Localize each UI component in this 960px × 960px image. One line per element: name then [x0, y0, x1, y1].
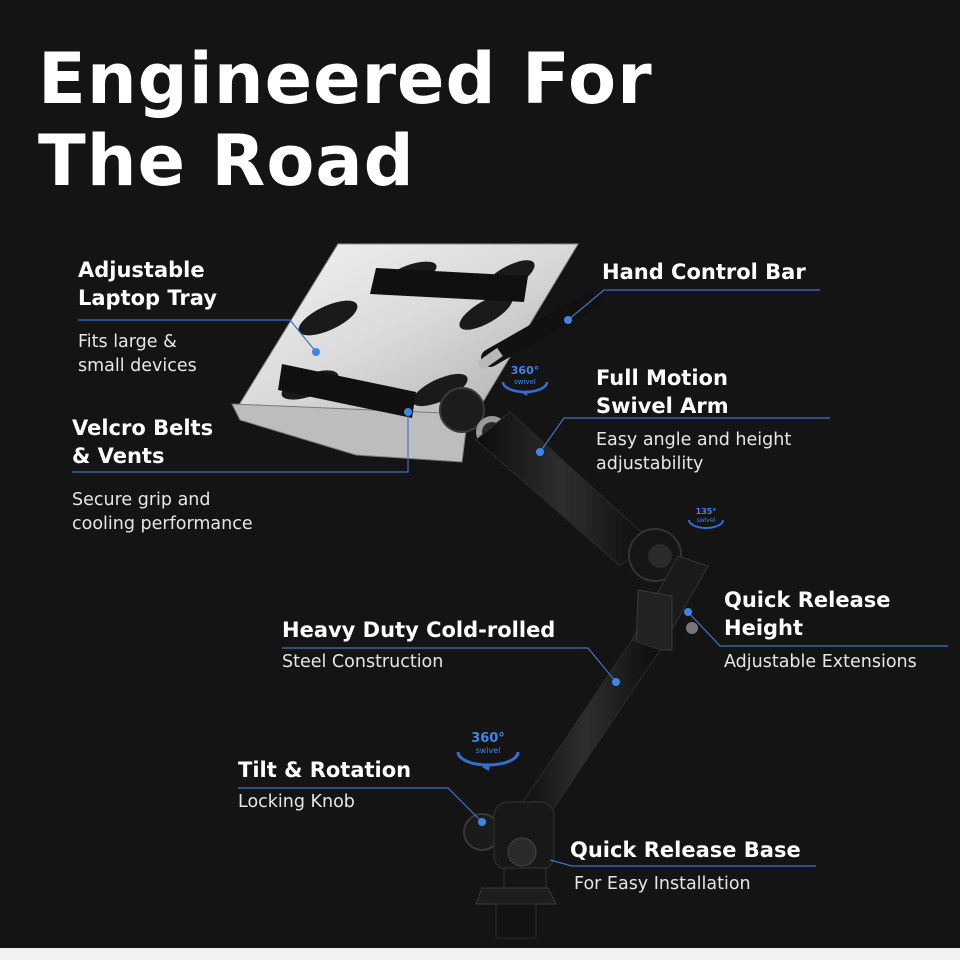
callout-heading: Heavy Duty Cold-rolled: [282, 618, 556, 642]
height-column: [511, 555, 709, 833]
title-line-1: Engineered For: [38, 38, 653, 120]
callout-text: cooling performance: [72, 514, 253, 534]
callout-text: Easy angle and height: [596, 430, 792, 450]
swivel-badge-bottom: 360° swivel: [456, 731, 520, 771]
callout-text: For Easy Installation: [574, 874, 751, 894]
callout-heading: Height: [724, 616, 804, 640]
callout-text: Fits large &: [78, 332, 177, 352]
callout-heading: Adjustable: [78, 258, 205, 282]
callout-heading: Tilt & Rotation: [238, 758, 412, 782]
callout-swivel-arm: Full Motion Swivel Arm Easy angle and he…: [596, 364, 791, 476]
callout-text: Adjustable Extensions: [724, 652, 917, 672]
callout-text: Locking Knob: [238, 792, 355, 812]
callout-steel-construction: Heavy Duty Cold-rolled Steel Constructio…: [282, 616, 555, 674]
callout-heading: Swivel Arm: [596, 394, 729, 418]
callout-quick-release-height: Quick Release Height Adjustable Extensio…: [724, 586, 917, 674]
bottom-band: [0, 948, 960, 960]
swivel-arm: [439, 387, 682, 582]
callout-quick-release-base: Quick Release Base For Easy Installation: [570, 836, 801, 896]
page-title: Engineered For The Road: [38, 38, 653, 202]
callout-text: Steel Construction: [282, 652, 444, 672]
callout-heading: Laptop Tray: [78, 286, 217, 310]
callout-heading: Full Motion: [596, 366, 728, 390]
badge-bottom-degrees: 360°: [471, 731, 505, 746]
badge-middle-word: swivel: [697, 517, 716, 524]
base-assembly: [463, 801, 557, 939]
callout-text: small devices: [78, 356, 197, 376]
callout-heading: Hand Control Bar: [602, 260, 806, 284]
title-line-2: The Road: [38, 120, 415, 202]
callout-dots: [312, 316, 692, 826]
swivel-badge-top: 360° swivel: [501, 364, 549, 396]
velcro-belts: [278, 268, 528, 418]
badge-middle-degrees: 135°: [696, 507, 717, 516]
callout-laptop-tray: Adjustable Laptop Tray Fits large & smal…: [78, 256, 217, 378]
callout-text: adjustability: [596, 454, 704, 474]
callout-text: Secure grip and: [72, 490, 211, 510]
callout-heading: Quick Release Base: [570, 838, 801, 862]
badge-top-word: swivel: [514, 378, 536, 386]
callout-velcro-belts: Velcro Belts & Vents Secure grip and coo…: [72, 414, 253, 536]
callout-tilt-rotation: Tilt & Rotation Locking Knob: [238, 756, 411, 814]
callout-heading: Quick Release: [724, 588, 891, 612]
callout-heading: Velcro Belts: [72, 416, 214, 440]
callout-hand-control-bar: Hand Control Bar: [602, 258, 806, 286]
callout-leader-lines: [72, 289, 948, 867]
badge-bottom-word: swivel: [476, 746, 501, 755]
callout-heading: & Vents: [72, 444, 165, 468]
hand-control-bar: [477, 291, 601, 371]
badge-top-degrees: 360°: [511, 364, 539, 377]
swivel-badge-middle: 135° swivel: [688, 507, 724, 529]
